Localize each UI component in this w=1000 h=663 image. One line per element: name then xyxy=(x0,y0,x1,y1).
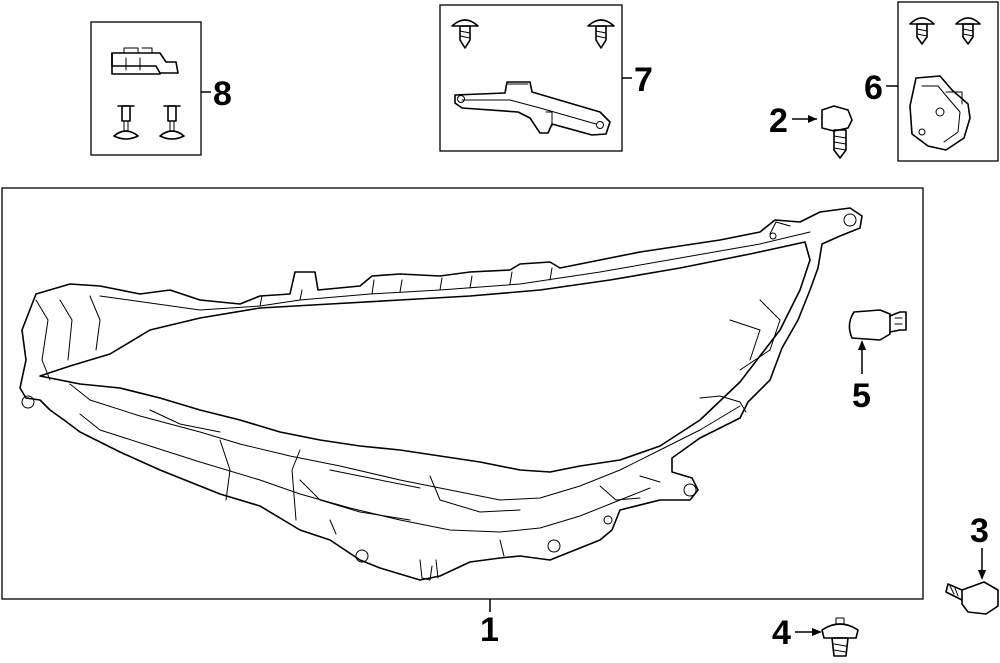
headlamp-assembly-box: 1 xyxy=(1,187,924,649)
screw-icon xyxy=(909,17,935,45)
mounting-bracket-icon xyxy=(454,81,611,136)
bolt-head-icon xyxy=(821,105,853,132)
assembly-frame xyxy=(1,187,924,600)
arrow-head-icon xyxy=(978,570,986,580)
clip-nut-icon xyxy=(821,623,859,639)
bulb-5: 5 xyxy=(848,309,907,415)
kit-6-frame xyxy=(897,1,999,162)
screw-3: 3 xyxy=(945,512,999,615)
callout-4: 4 xyxy=(772,614,791,652)
repair-kit-6-box: 6 xyxy=(864,1,999,162)
screw-head-icon xyxy=(961,581,999,615)
screw-icon xyxy=(587,19,615,49)
kit-7-frame xyxy=(439,4,623,152)
repair-kit-8-box: 8 xyxy=(90,21,232,156)
callout-7: 7 xyxy=(634,61,653,99)
side-bracket-icon xyxy=(909,75,971,151)
callout-8: 8 xyxy=(213,75,232,113)
callout-6: 6 xyxy=(864,69,883,107)
arrow-head-icon xyxy=(858,340,866,350)
bulb-icon xyxy=(848,309,891,341)
callout-2: 2 xyxy=(769,102,788,140)
callout-5: 5 xyxy=(852,377,871,415)
callout-1: 1 xyxy=(480,611,499,649)
clip-bracket-icon xyxy=(111,47,179,75)
push-pin-icon xyxy=(159,105,185,140)
screw-icon xyxy=(451,19,479,49)
repair-kit-7-box: 7 xyxy=(439,4,653,152)
clip-nut-4: 4 xyxy=(772,614,859,657)
bolt-2: 2 xyxy=(769,102,853,159)
screw-icon xyxy=(955,17,981,45)
headlamp-assembly-icon xyxy=(19,207,863,581)
callout-3: 3 xyxy=(970,512,989,550)
kit-8-frame xyxy=(90,21,202,156)
arrow-head-icon xyxy=(812,628,822,636)
push-pin-icon xyxy=(113,105,139,140)
arrow-head-icon xyxy=(808,115,817,123)
